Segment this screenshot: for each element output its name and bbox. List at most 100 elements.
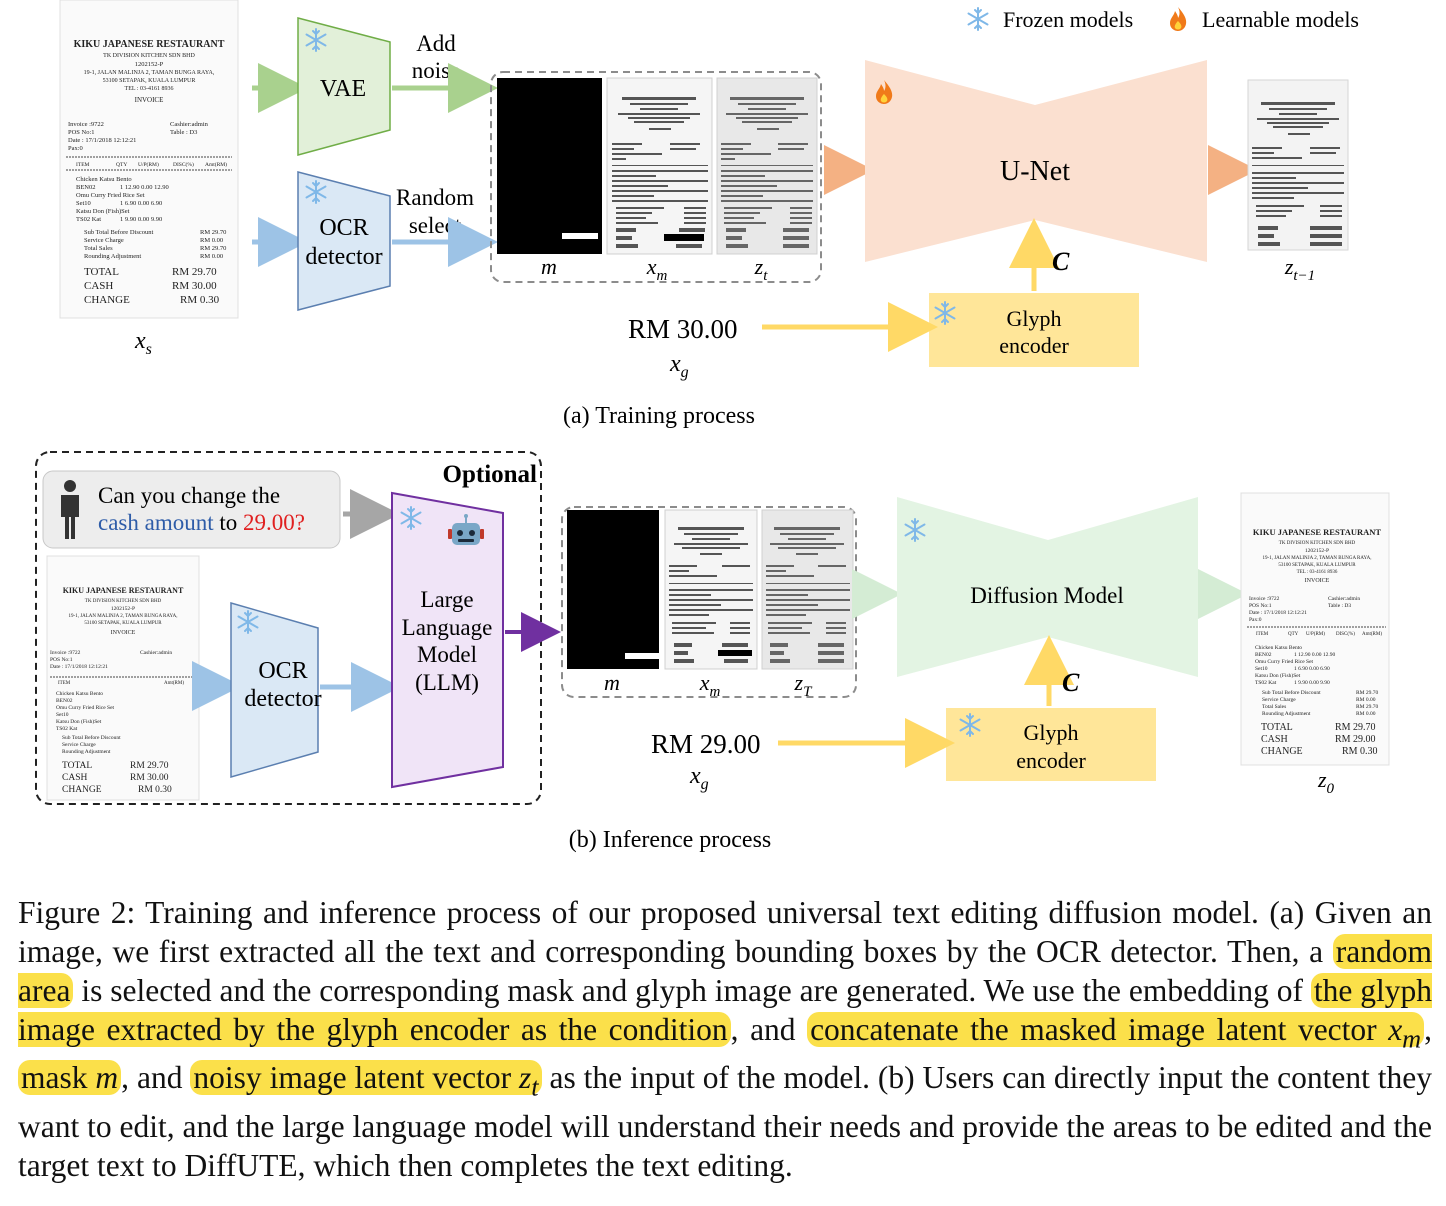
- legend: Frozen models Learnable models: [967, 7, 1359, 32]
- label-zt: zt: [754, 254, 769, 284]
- receipt-item: Katsu Don (Fish)Set: [1255, 672, 1301, 679]
- receipt-col: QTY: [1288, 632, 1299, 637]
- receipt-item: Omu Curry Fried Rice Set: [76, 192, 145, 199]
- receipt-item: Katsu Don (Fish)Set: [56, 718, 102, 725]
- receipt-service: Service Charge: [84, 237, 124, 244]
- caption-text: as the input of the model. (b) Users can…: [18, 1060, 1432, 1183]
- receipt-cash-val: RM 30.00: [130, 773, 169, 783]
- receipt-total-label: TOTAL: [1261, 722, 1293, 733]
- receipt-item-line: 1 12.90 0.00 12.90: [120, 184, 169, 191]
- ocr-block-inference: [230, 602, 319, 778]
- label-zt-minus-1: zt−1: [1284, 254, 1315, 284]
- receipt-item: Set10: [1255, 666, 1268, 672]
- receipt-pos: POS No:1: [1249, 603, 1272, 609]
- receipt-address2: 53100 SETAPAK, KUALA LUMPUR: [103, 78, 196, 84]
- glyph-encoder-training: [929, 293, 1139, 367]
- receipt-invoice-no: Invoice :9722: [50, 650, 81, 656]
- mask-region: [562, 233, 598, 239]
- receipt-item-line: 1 9.90 0.00 9.90: [120, 216, 162, 223]
- receipt-item: BEN02: [76, 184, 96, 191]
- caption-highlight: mask m: [18, 1060, 122, 1096]
- receipt-total-sales: Total Sales: [1262, 704, 1286, 710]
- legend-learnable-label: Learnable models: [1202, 7, 1359, 32]
- receipt-subtotal-val: RM 29.70: [1356, 690, 1379, 696]
- receipt-rounding: Rounding Adjustment: [84, 253, 141, 260]
- label-m: m: [604, 670, 620, 695]
- receipt-service: Service Charge: [1262, 697, 1296, 703]
- receipt-col: ITEM: [76, 162, 90, 168]
- figure-diagram: Frozen models Learnable models KIKU JAPA…: [35, 0, 1390, 853]
- llm-label-2: Language: [402, 615, 493, 640]
- add-noise-label-2: noise: [412, 58, 461, 83]
- receipt-invoice: INVOICE: [1305, 578, 1330, 584]
- subcaption-inference: (b) Inference process: [569, 827, 772, 853]
- receipt-total-label: TOTAL: [84, 266, 119, 278]
- random-select-label-2: select: [409, 213, 462, 238]
- receipt-item: TS02 Kat: [56, 726, 78, 732]
- subcaption-training: (a) Training process: [563, 403, 755, 429]
- receipt-address2: 53100 SETAPAK, KUALA LUMPUR: [84, 621, 162, 626]
- label-xg: xg: [689, 763, 709, 793]
- ocr-label-2: detector: [305, 244, 382, 270]
- receipt-paper: [59, 0, 239, 319]
- receipt-cash-label: CASH: [1261, 734, 1288, 745]
- label-xs: xs: [134, 328, 152, 358]
- receipt-xs: KIKU JAPANESE RESTAURANT TK DIVISION KIT…: [59, 0, 239, 319]
- receipt-rounding-val: RM 0.00: [200, 253, 223, 260]
- caption-text: , and: [121, 1060, 191, 1096]
- receipt-item-line: 1 6.90 0.00 6.90: [1294, 666, 1330, 672]
- noisy-receipt-zt: [716, 77, 818, 255]
- receipt-address1: 19-1, JALAN MALINJA 2, TAMAN BUNGA RAYA,: [1263, 556, 1372, 561]
- diffusion-label: Diffusion Model: [970, 583, 1124, 608]
- add-noise-label-1: Add: [416, 31, 456, 56]
- receipt-pax: Pax:0: [68, 145, 83, 152]
- optional-label: Optional: [443, 461, 538, 488]
- label-xm: xm: [646, 254, 668, 284]
- receipt-item-line: 1 12.90 0.00 12.90: [1294, 652, 1336, 658]
- receipt-service: Service Charge: [62, 742, 96, 748]
- receipt-rounding-val: RM 0.00: [1356, 711, 1376, 717]
- question-line-1: Can you change the: [98, 483, 280, 508]
- vae-label: VAE: [320, 76, 366, 102]
- receipt-invoice: INVOICE: [135, 96, 164, 104]
- receipt-col: DISC(%): [1336, 632, 1355, 637]
- receipt-col: U/P(RM): [1306, 632, 1325, 637]
- receipt-col: Amt(RM): [164, 681, 184, 686]
- receipt-change-val: RM 0.30: [138, 785, 172, 795]
- receipt-pos: POS No:1: [50, 657, 73, 663]
- label-xm: xm: [699, 670, 721, 700]
- receipt-item: Set10: [76, 200, 91, 207]
- unet-block: [865, 60, 1207, 262]
- receipt-cashier: Cashier:admin: [140, 650, 172, 656]
- receipt-change-label: CHANGE: [84, 294, 130, 306]
- glyph-label-1: Glyph: [1024, 720, 1079, 745]
- receipt-invoice: INVOICE: [111, 630, 136, 636]
- receipt-cash-label: CASH: [62, 773, 87, 783]
- receipt-zt-minus-1: [1247, 79, 1349, 251]
- receipt-total-sales-val: RM 29.70: [1356, 704, 1379, 710]
- receipt-total-val: RM 29.70: [172, 266, 217, 278]
- receipt-col: ITEM: [58, 681, 71, 686]
- llm-label-3: Model: [417, 642, 477, 667]
- receipt-subtotal: Sub Total Before Discount: [62, 734, 121, 741]
- receipt-total-val: RM 29.70: [130, 761, 169, 771]
- glyph-text-inference: RM 29.00: [651, 729, 761, 759]
- mask-image: [497, 78, 602, 254]
- caption-text: is selected and the corresponding mask a…: [73, 973, 1311, 1008]
- robot-icon: [448, 514, 484, 545]
- receipt-subtotal: Sub Total Before Discount: [1262, 689, 1321, 696]
- label-xg: xg: [669, 351, 689, 381]
- receipt-col: QTY: [116, 162, 127, 168]
- receipt-table: Table : D3: [1328, 603, 1351, 609]
- receipt-subtotal: Sub Total Before Discount: [84, 229, 153, 236]
- receipt-item-line: 1 6.90 0.00 6.90: [120, 200, 162, 207]
- receipt-item: TS02 Kat: [1255, 680, 1277, 686]
- receipt-item: TS02 Kat: [76, 216, 101, 223]
- receipt-total-sales-val: RM 29.70: [200, 245, 226, 252]
- receipt-col: DISC(%): [173, 161, 194, 168]
- flame-icon: [1170, 7, 1187, 31]
- figure-caption: Figure 2: Training and inference process…: [18, 893, 1432, 1185]
- receipt-change-val: RM 0.30: [180, 294, 220, 306]
- receipt-service-val: RM 0.00: [200, 237, 223, 244]
- receipt-tel: TEL : 03-4161 8936: [1297, 570, 1338, 575]
